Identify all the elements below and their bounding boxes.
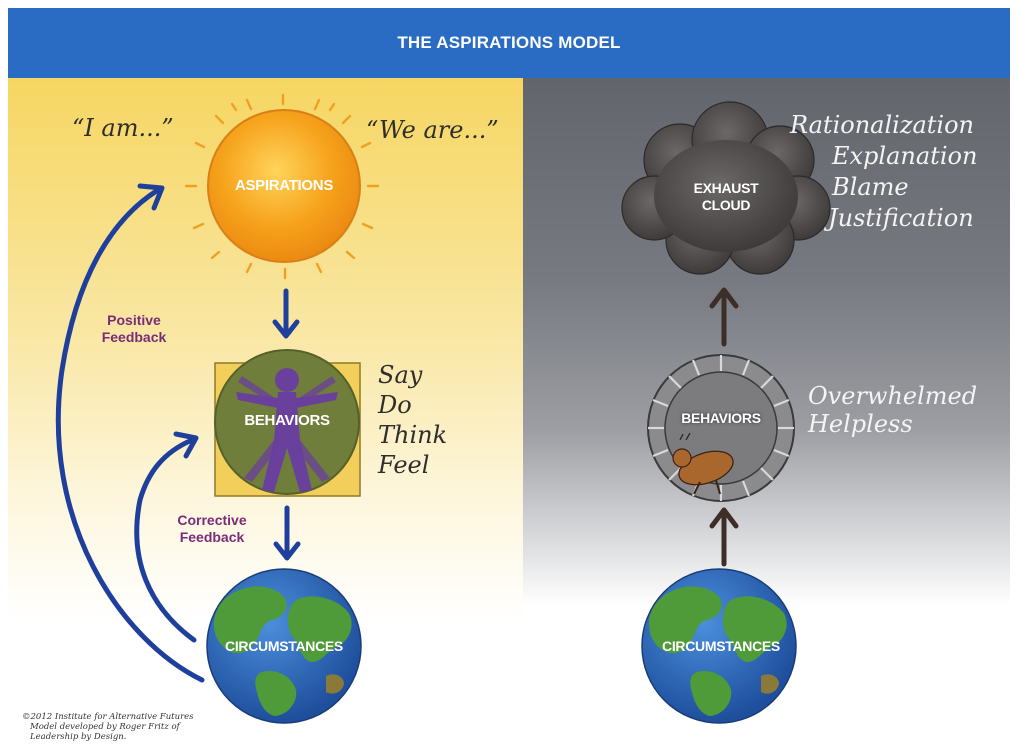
- globe-icon-right: [641, 568, 797, 724]
- positive-feedback-arrow-icon: [55, 183, 205, 683]
- credit-line-2: Model developed by Roger Fritz of: [30, 722, 180, 732]
- note-do: Do: [378, 391, 412, 419]
- header-bar: THE ASPIRATIONS MODEL: [8, 8, 1010, 78]
- diagram-title: THE ASPIRATIONS MODEL: [397, 33, 621, 52]
- note-say: Say: [378, 361, 423, 389]
- note-think: Think: [378, 421, 448, 449]
- we-are-quote: “We are...”: [366, 116, 499, 144]
- behaviors-notes-left: Say Do Think Feel: [378, 360, 447, 480]
- credit-line-1: ©2012 Institute for Alternative Futures: [22, 712, 194, 722]
- globe-icon-left: [206, 568, 362, 724]
- note-feel: Feel: [378, 451, 430, 479]
- note-justification: Justification: [828, 204, 974, 232]
- positive-feedback-line-2: Feedback: [101, 329, 167, 345]
- corrective-feedback-arrow-icon: [134, 431, 199, 643]
- i-am-quote: “I am...”: [72, 114, 174, 142]
- positive-feedback-label: Positive Feedback: [78, 312, 190, 346]
- hamster-icon: [672, 432, 734, 495]
- exhaust-cloud-icon: [621, 101, 831, 275]
- vitruvian-figure-icon: [236, 368, 338, 492]
- aspirations-label: ASPIRATIONS: [234, 177, 334, 194]
- cloud-notes: Rationalization Explanation Blame Justif…: [790, 110, 977, 234]
- copyright-credit: ©2012 Institute for Alternative Futures …: [22, 712, 194, 742]
- circumstances-label-left: CIRCUMSTANCES: [225, 638, 343, 654]
- positive-feedback-line-1: Positive: [107, 312, 161, 328]
- circumstances-label-right: CIRCUMSTANCES: [662, 638, 780, 654]
- behaviors-label-left: BEHAVIORS: [244, 412, 330, 429]
- corrective-feedback-line-2: Feedback: [179, 529, 245, 545]
- note-overwhelmed: Overwhelmed: [808, 382, 978, 410]
- hamster-wheel-icon: [647, 354, 795, 502]
- exhaust-cloud-line-2: CLOUD: [701, 197, 751, 213]
- behaviors-label-right: BEHAVIORS: [681, 410, 761, 426]
- note-helpless: Helpless: [808, 410, 913, 438]
- down-arrow-icon-2: [273, 505, 301, 561]
- corrective-feedback-label: Corrective Feedback: [156, 512, 268, 546]
- exhaust-cloud-line-1: EXHAUST: [693, 180, 759, 196]
- behaviors-notes-right: Overwhelmed Helpless: [808, 382, 977, 438]
- note-blame: Blame: [832, 173, 909, 201]
- note-explanation: Explanation: [832, 142, 978, 170]
- down-arrow-icon-1: [272, 288, 300, 339]
- sun-icon: [207, 109, 361, 263]
- sun-rays-icon: [184, 93, 380, 280]
- corrective-feedback-line-1: Corrective: [177, 512, 247, 528]
- exhaust-cloud-label: EXHAUST CLOUD: [656, 180, 796, 214]
- up-arrow-icon-1: [709, 287, 739, 347]
- credit-line-3: Leadership by Design.: [30, 732, 127, 742]
- note-rationalization: Rationalization: [790, 111, 974, 139]
- up-arrow-icon-2: [709, 507, 739, 567]
